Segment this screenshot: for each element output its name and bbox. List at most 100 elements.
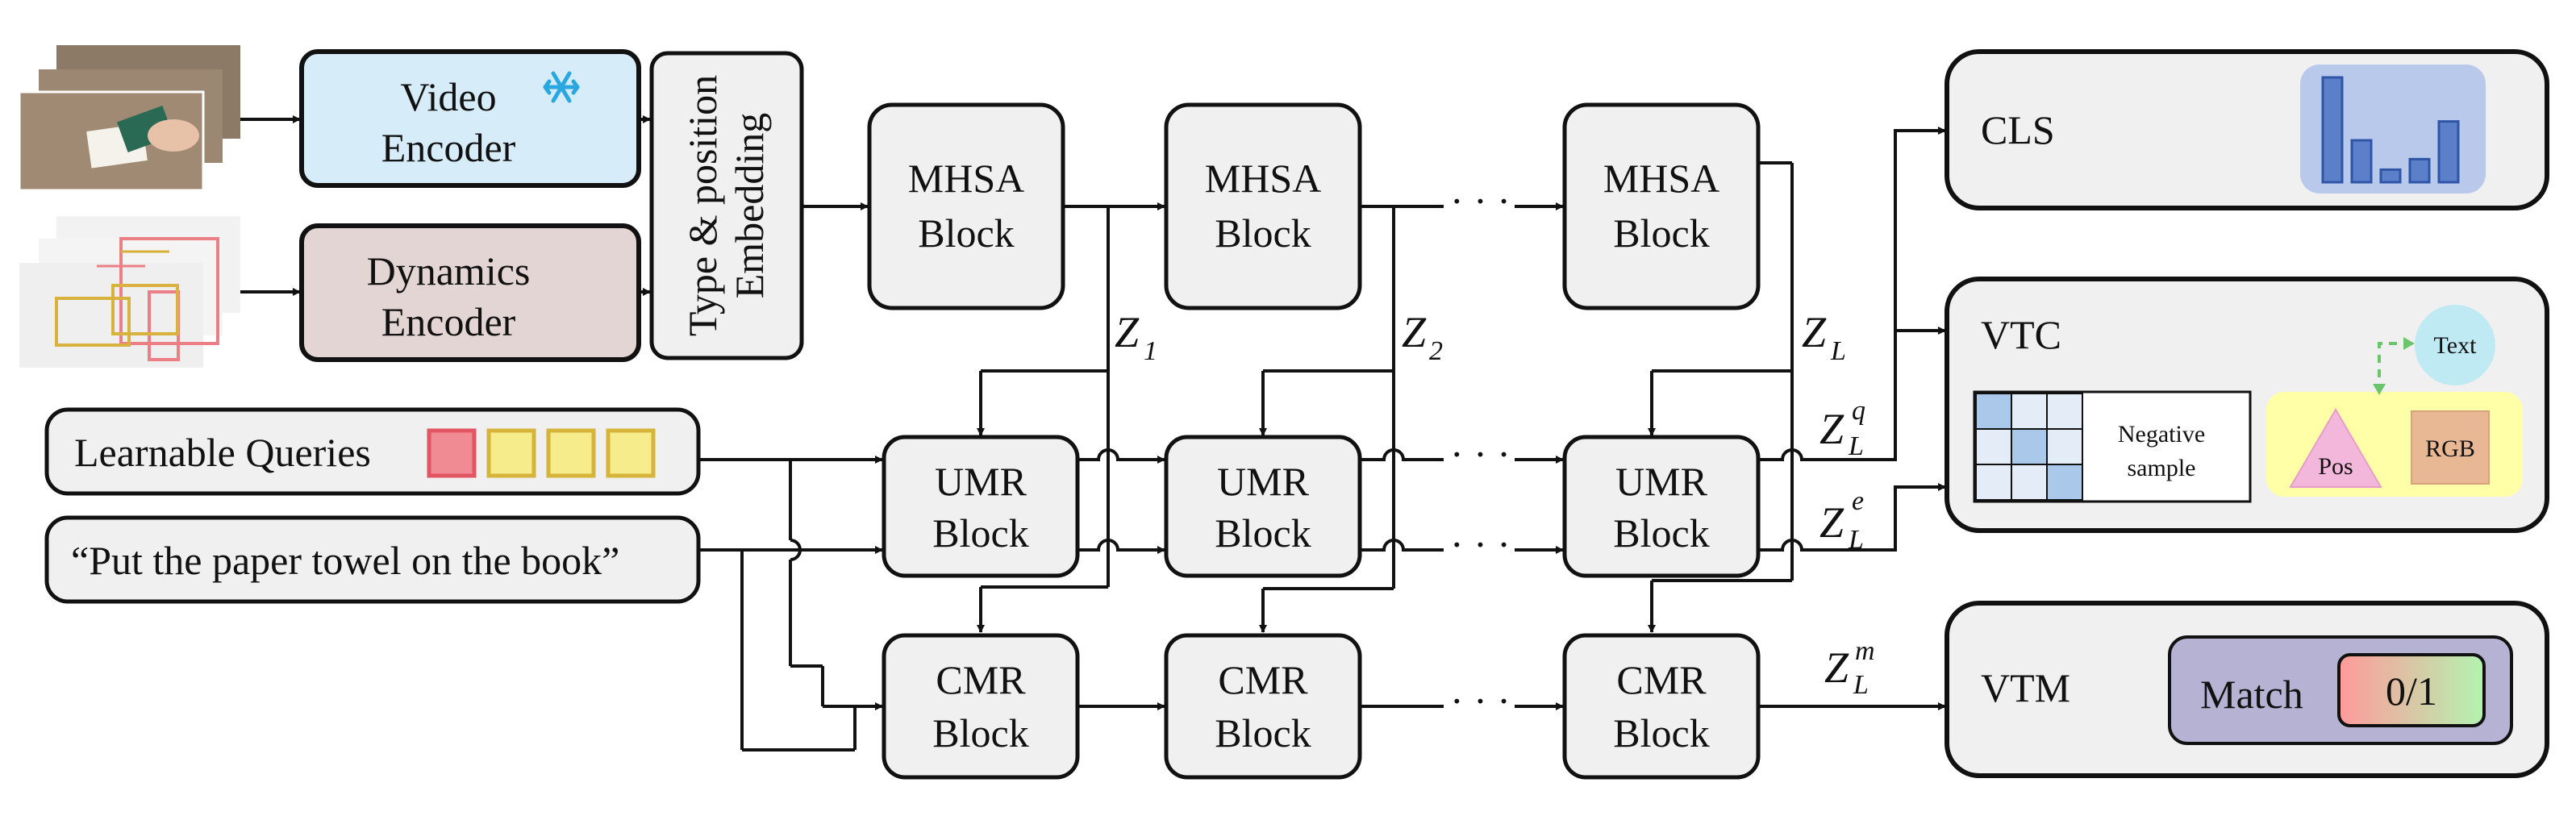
type-position-embedding: Type & position Embedding — [649, 51, 804, 360]
video-encoder-label-2: Encoder — [381, 125, 516, 170]
similarity-cell — [2046, 428, 2083, 465]
ellipsis-cmr: · · · — [1450, 678, 1511, 723]
vtc-label: VTC — [1981, 312, 2061, 357]
zm-sub: L — [1853, 670, 1869, 700]
mhsa-label: Block — [918, 210, 1014, 256]
umr-block-2: UMR Block — [1164, 435, 1362, 578]
cls-bar — [2379, 168, 2402, 184]
cls-bar — [2408, 157, 2431, 184]
cls-bar — [2321, 76, 2344, 184]
similarity-cell — [1975, 393, 2012, 430]
cmr-block-1: CMR Block — [882, 633, 1080, 780]
z1-label: Z — [1115, 308, 1140, 356]
z1-sub: 1 — [1144, 336, 1157, 366]
vtm-label: VTM — [1981, 665, 2070, 710]
snowflake-icon — [543, 71, 580, 103]
query-token-yellow — [546, 428, 596, 478]
learnable-queries-label: Learnable Queries — [74, 430, 371, 475]
umr-label: Block — [1215, 510, 1311, 556]
similarity-cell — [2046, 393, 2083, 430]
cmr-block-2: CMR Block — [1164, 633, 1362, 780]
similarity-cell — [1975, 464, 2012, 501]
similarity-cell — [2011, 393, 2048, 430]
negative-sample-label-2: sample — [2128, 455, 2196, 481]
zq-label: Z — [1819, 405, 1844, 453]
cmr-block-l: CMR Block — [1562, 633, 1761, 780]
cmr-label: CMR — [936, 657, 1026, 702]
umr-label: Block — [932, 510, 1028, 556]
text-circle — [2415, 305, 2495, 385]
mhsa-block-l: MHSA Block — [1562, 102, 1761, 310]
umr-block-1: UMR Block — [882, 435, 1080, 578]
ellipsis-umr-e: · · · — [1450, 522, 1511, 567]
ellipsis-mhsa: · · · — [1450, 178, 1511, 223]
dynamics-encoder-label-2: Encoder — [381, 299, 516, 344]
query-token-red — [427, 428, 477, 478]
dynamics-thumbnail — [19, 216, 240, 368]
zl-label: Z — [1802, 308, 1827, 356]
umr-label: UMR — [1217, 459, 1310, 504]
cls-bar — [2437, 120, 2460, 184]
z2-sub: 2 — [1429, 336, 1443, 366]
rgb-box — [2411, 410, 2490, 485]
similarity-cell — [1975, 428, 2012, 465]
zm-label: Z — [1824, 643, 1849, 692]
mhsa-label: Block — [1215, 210, 1311, 256]
cmr-label: Block — [932, 710, 1028, 756]
cmr-label: CMR — [1218, 657, 1308, 702]
mhsa-block-1: MHSA Block — [867, 102, 1065, 310]
match-value: 0/1 — [2386, 668, 2437, 714]
query-token-yellow — [486, 428, 536, 478]
umr-label: UMR — [1615, 459, 1708, 504]
mhsa-block-2: MHSA Block — [1164, 102, 1362, 310]
zq-sub: L — [1848, 431, 1864, 461]
video-frames-thumbnail — [18, 45, 240, 192]
learnable-queries: Learnable Queries — [44, 407, 701, 496]
ellipsis-umr-q: · · · — [1450, 431, 1511, 477]
cmr-label: CMR — [1616, 657, 1707, 702]
negative-sample-label-1: Negative — [2118, 421, 2205, 448]
match-label: Match — [2200, 672, 2303, 717]
z2-label: Z — [1402, 308, 1427, 356]
mhsa-label: MHSA — [908, 156, 1024, 201]
cls-head: CLS — [1945, 49, 2549, 210]
pos-label: Pos — [2318, 453, 2353, 480]
zm-sup: m — [1855, 636, 1875, 666]
query-token-yellow — [606, 428, 656, 478]
ze-label: Z — [1819, 498, 1844, 547]
instruction-label: “Put the paper towel on the book” — [71, 538, 619, 583]
embedding-label-1: Type & position — [680, 75, 725, 336]
ze-sup: e — [1852, 486, 1864, 516]
similarity-cell — [2011, 464, 2048, 501]
dynamics-encoder-label-1: Dynamics — [367, 248, 531, 294]
zl-sub: L — [1830, 336, 1846, 366]
ze-sub: L — [1848, 525, 1864, 555]
similarity-cell — [2046, 464, 2083, 501]
dynamics-encoder: Dynamics Encoder — [299, 223, 641, 362]
text-label: Text — [2434, 332, 2478, 359]
cmr-label: Block — [1215, 710, 1311, 756]
mhsa-label: Block — [1613, 210, 1709, 256]
zq-sup: q — [1852, 396, 1865, 426]
cmr-label: Block — [1613, 710, 1709, 756]
instruction-text: “Put the paper towel on the book” — [44, 515, 701, 604]
rgb-label: RGB — [2425, 435, 2475, 462]
embedding-label-2: Embedding — [727, 113, 772, 299]
cls-label: CLS — [1981, 107, 2055, 152]
similarity-matrix: Negative sample — [1973, 390, 2252, 503]
video-encoder-label-1: Video — [400, 74, 496, 119]
mhsa-label: MHSA — [1603, 156, 1719, 201]
match-score-box — [2337, 653, 2486, 727]
vtm-head: VTM Match 0/1 — [1945, 601, 2549, 778]
umr-label: Block — [1613, 510, 1709, 556]
vtc-head: VTC Negative sample Pos RGB Text — [1945, 277, 2549, 533]
video-encoder: Video Encoder — [299, 49, 641, 188]
umr-block-l: UMR Block — [1562, 435, 1761, 578]
text-link-dashed — [2378, 342, 2411, 392]
pos-triangle — [2289, 408, 2382, 488]
mhsa-label: MHSA — [1205, 156, 1321, 201]
cls-bar-chart — [2321, 76, 2460, 184]
cls-bar — [2350, 139, 2373, 184]
umr-label: UMR — [935, 459, 1027, 504]
